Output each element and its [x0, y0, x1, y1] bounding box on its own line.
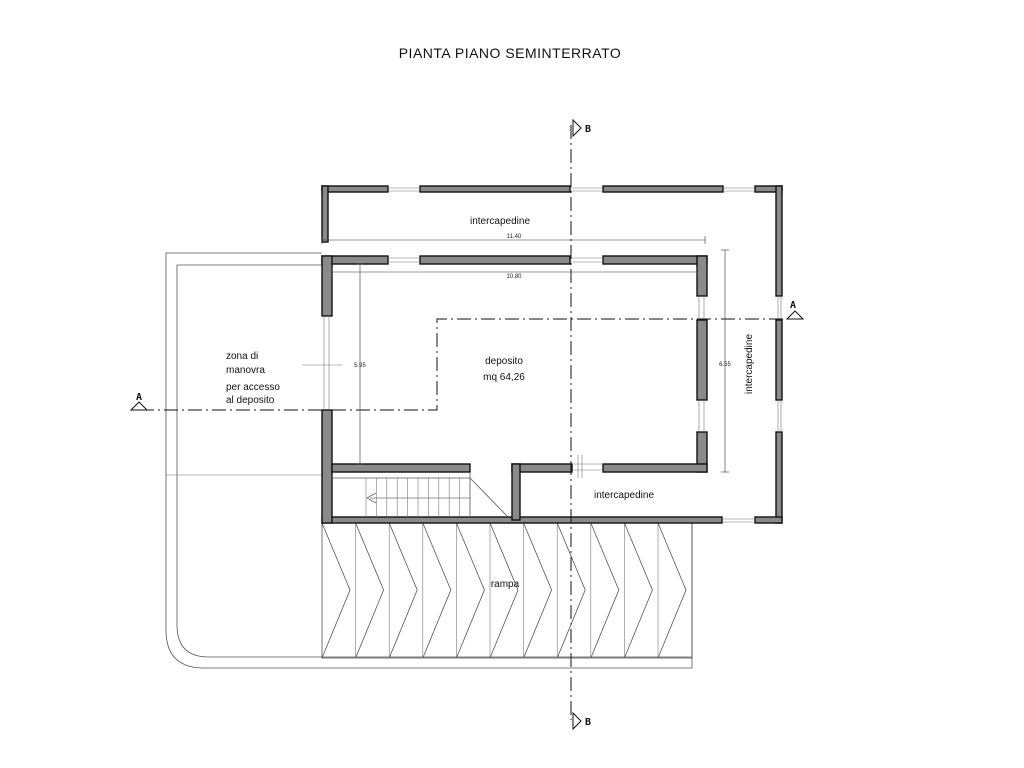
- section-marker-b-top: B: [572, 118, 591, 138]
- dimension-outer-width: 11.40: [507, 234, 522, 240]
- dimension-lines: [302, 236, 729, 473]
- section-lines: [140, 125, 795, 720]
- label-intercapedine-right: intercapedine: [744, 334, 755, 394]
- section-marker-a-right: A: [785, 300, 805, 320]
- ramp: [321, 522, 693, 659]
- section-b-top-label: B: [585, 124, 591, 135]
- section-b-bottom-label: B: [585, 717, 591, 728]
- ramp-chevron: [523, 522, 553, 659]
- manoeuvring-area-outline: [165, 252, 693, 669]
- inner-walls: [321, 255, 708, 524]
- dimension-inner-height: 5.95: [354, 363, 366, 369]
- section-marker-a-left: A: [129, 392, 149, 411]
- section-line-a: [140, 318, 795, 411]
- ramp-chevron: [624, 522, 653, 659]
- plan-title: PIANTA PIANO SEMINTERRATO: [399, 45, 622, 61]
- dimension-inner-width: 10.80: [506, 274, 522, 280]
- label-zona-line4: al deposito: [226, 395, 275, 406]
- label-deposito-area: mq 64,26: [483, 372, 525, 383]
- outer-walls: [321, 185, 783, 524]
- staircase: [332, 472, 509, 518]
- label-zona-line3: per accesso: [226, 382, 280, 393]
- section-a-right-label: A: [790, 300, 796, 311]
- dimension-outer-height: 6.55: [719, 362, 731, 368]
- section-b-bottom-triangle-icon: [572, 711, 582, 731]
- section-a-right-triangle-icon: [785, 310, 805, 320]
- ramp-chevron: [489, 522, 519, 659]
- label-intercapedine-bottom: intercapedine: [594, 490, 654, 501]
- label-deposito: deposito: [485, 356, 523, 367]
- label-zona-line2: manovra: [226, 365, 265, 376]
- ramp-chevron: [556, 522, 586, 659]
- label-rampa: rampa: [491, 579, 520, 590]
- ramp-chevron: [388, 522, 418, 659]
- label-zona-line1: zona di: [226, 351, 258, 362]
- label-intercapedine-top: intercapedine: [470, 216, 530, 227]
- section-a-left-label: A: [136, 392, 142, 403]
- section-marker-b-bottom: B: [572, 711, 591, 731]
- ramp-chevron: [355, 522, 385, 659]
- ramp-chevron: [456, 522, 485, 659]
- ramp-chevron: [321, 522, 351, 659]
- section-b-top-triangle-icon: [572, 118, 582, 138]
- ramp-chevron: [422, 522, 452, 659]
- ramp-chevron: [590, 522, 620, 659]
- ramp-chevron: [657, 522, 687, 659]
- section-a-left-triangle-icon: [129, 401, 149, 411]
